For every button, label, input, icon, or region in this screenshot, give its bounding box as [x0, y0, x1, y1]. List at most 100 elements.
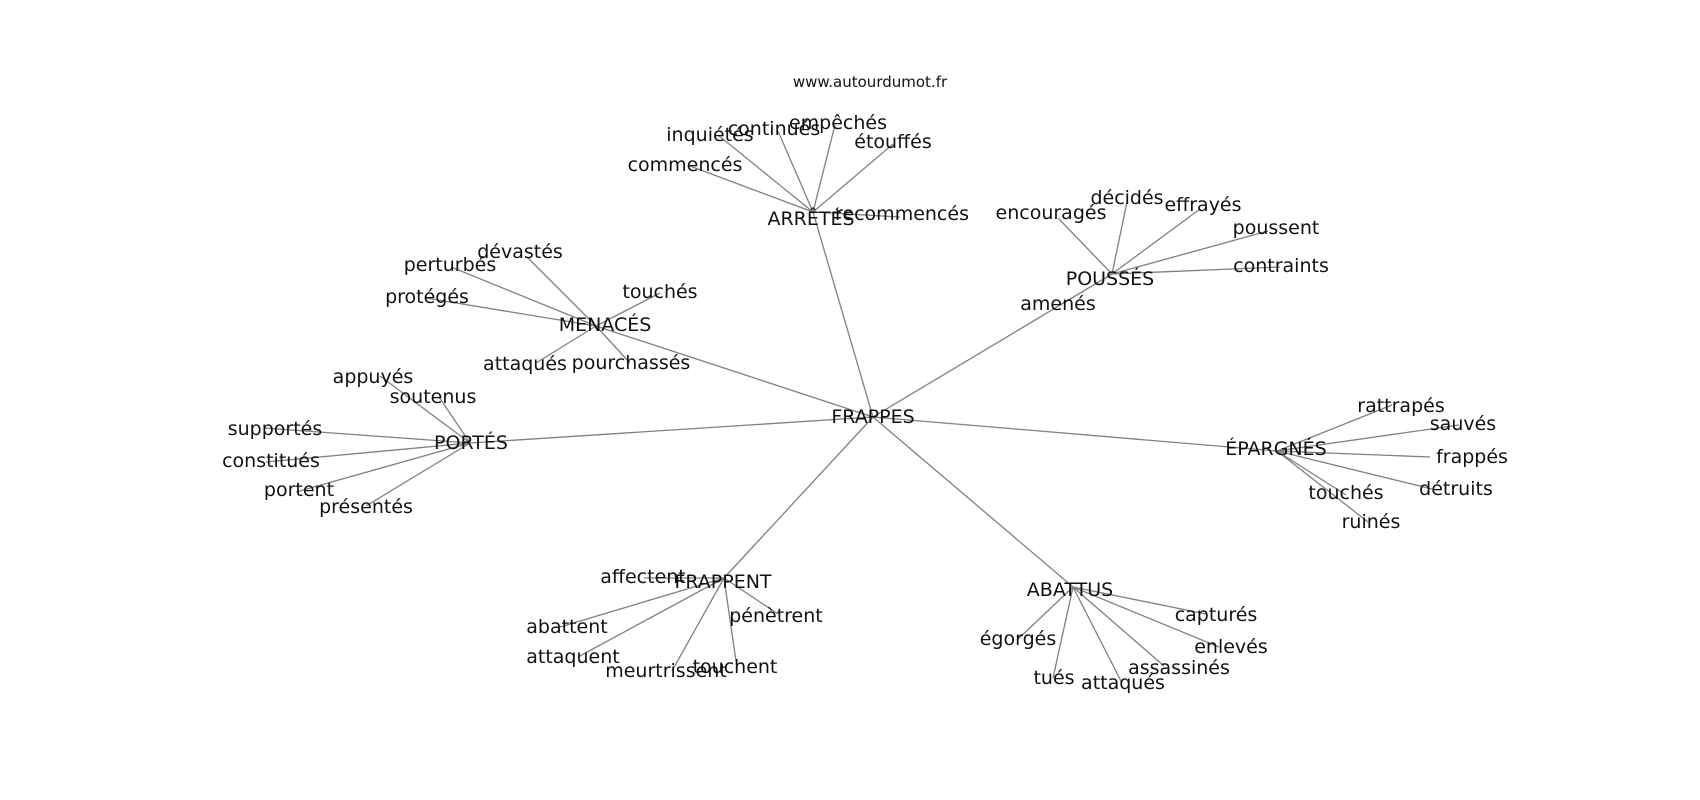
edge-hub-to-leaf — [671, 577, 725, 672]
leaf-node-label: commencés — [628, 154, 743, 176]
leaf-node-label: égorgés — [980, 628, 1057, 650]
leaf-node-label: pénètrent — [729, 605, 823, 627]
edge-hub-to-leaf — [1072, 586, 1165, 667]
edge-hub-to-leaf — [1276, 404, 1393, 452]
edge-hub-to-leaf — [295, 442, 471, 493]
edge-hub-to-leaf — [1111, 201, 1128, 275]
leaf-node-label: frappés — [1436, 446, 1508, 468]
hub-node-label: ARRÊTÉS — [767, 207, 854, 230]
leaf-node-label: pourchassés — [572, 352, 691, 374]
edge-hub-to-leaf — [450, 266, 597, 327]
edge-hub-to-leaf — [723, 577, 779, 615]
leaf-node-label: attaquent — [526, 646, 619, 668]
edge-hub-to-leaf — [1059, 273, 1113, 306]
leaf-node-label: recommencés — [835, 203, 969, 225]
leaf-node-label: détruits — [1419, 478, 1493, 500]
hub-node-label: ABATTUS — [1027, 579, 1113, 601]
leaf-node-label: sauvés — [1430, 413, 1496, 435]
leaf-node-label: abattent — [526, 616, 607, 638]
leaf-node-label: tués — [1033, 667, 1074, 689]
edge-hub-to-leaf — [526, 256, 597, 327]
edge-center-to-hub — [872, 416, 1074, 588]
edge-hub-to-leaf — [723, 577, 738, 669]
graph-labels: www.autourdumot.fr FRAPPES ARRÊTÉS inquié… — [222, 73, 1508, 694]
edge-hub-to-leaf — [1072, 586, 1123, 684]
leaf-node-label: décidés — [1090, 187, 1163, 209]
leaf-node-label: soutenus — [390, 386, 477, 408]
leaf-node-label: rattrapés — [1357, 395, 1444, 417]
leaf-node-label: attaqués — [1081, 672, 1165, 694]
leaf-node-label: protégés — [385, 286, 469, 308]
edge-hub-to-leaf — [812, 211, 901, 218]
edge-hub-to-leaf — [379, 375, 471, 444]
edge-hub-to-leaf — [1052, 586, 1074, 679]
hub-node-label: MENACÉS — [559, 313, 652, 336]
leaf-node-label: dévastés — [477, 241, 563, 263]
hub-node-label: FRAPPENT — [674, 571, 771, 593]
edge-center-to-hub — [723, 416, 874, 579]
edge-hub-to-leaf — [438, 396, 471, 444]
edge-center-to-hub — [812, 211, 874, 418]
edge-hub-to-leaf — [559, 577, 725, 628]
edge-hub-to-leaf — [777, 130, 814, 213]
leaf-node-label: effrayés — [1164, 194, 1241, 216]
edge-hub-to-leaf — [365, 442, 471, 507]
hub-node-label: PORTÉS — [434, 431, 508, 454]
edge-hub-to-leaf — [1111, 230, 1269, 275]
hub-node-label: POUSSÉS — [1066, 267, 1155, 290]
leaf-node-label: empêchés — [789, 112, 887, 134]
edge-hub-to-leaf — [1111, 266, 1281, 275]
leaf-node-label: inquiétés — [666, 124, 753, 146]
edge-center-to-hub — [872, 416, 1278, 452]
edge-hub-to-leaf — [577, 577, 725, 658]
edge-hub-to-leaf — [1276, 450, 1431, 458]
leaf-node-label: touchent — [693, 656, 778, 678]
edge-hub-to-leaf — [1072, 586, 1220, 648]
leaf-node-label: assassinés — [1128, 657, 1230, 679]
edge-hub-to-leaf — [1276, 424, 1460, 452]
edge-hub-to-leaf — [595, 325, 631, 364]
edge-hub-to-leaf — [1276, 450, 1347, 496]
leaf-node-label: présentés — [319, 496, 413, 518]
leaf-node-label: appuyés — [333, 366, 414, 388]
center-node-label: FRAPPES — [831, 406, 914, 428]
leaf-node-label: amenés — [1020, 293, 1095, 315]
leaf-node-label: poussent — [1233, 217, 1320, 239]
leaf-node-label: ruinés — [1342, 511, 1401, 533]
edge-hub-to-leaf — [689, 165, 814, 213]
leaf-node-label: supportés — [228, 418, 323, 440]
edge-hub-to-leaf — [595, 292, 661, 327]
leaf-node-label: attaqués — [483, 353, 567, 375]
leaf-node-label: étouffés — [854, 131, 931, 153]
edge-hub-to-leaf — [263, 427, 471, 444]
source-label: www.autourdumot.fr — [793, 73, 948, 91]
edge-hub-to-leaf — [1057, 217, 1113, 275]
leaf-node-label: touchés — [622, 281, 697, 303]
leaf-node-label: encouragés — [996, 202, 1107, 224]
leaf-node-label: constitués — [222, 450, 320, 472]
edge-hub-to-leaf — [265, 442, 471, 463]
leaf-node-label: meurtrissent — [605, 660, 727, 682]
edge-hub-to-leaf — [535, 325, 597, 364]
edge-hub-to-leaf — [1111, 208, 1201, 275]
edge-hub-to-leaf — [812, 124, 836, 213]
graph-edges — [263, 124, 1460, 684]
edge-hub-to-leaf — [717, 134, 814, 213]
edge-hub-to-leaf — [812, 143, 894, 213]
edge-hub-to-leaf — [425, 297, 597, 327]
leaf-node-label: affectent — [600, 566, 686, 588]
leaf-node-label: continués — [728, 118, 821, 140]
leaf-node-label: portent — [264, 479, 334, 501]
edge-center-to-hub — [595, 325, 874, 418]
leaf-node-label: contraints — [1233, 255, 1329, 277]
edge-hub-to-leaf — [1072, 586, 1207, 615]
leaf-node-label: perturbés — [404, 254, 497, 276]
edge-hub-to-leaf — [1016, 586, 1074, 641]
edge-hub-to-leaf — [1276, 450, 1369, 523]
edge-hub-to-leaf — [1276, 450, 1433, 490]
hub-node-label: ÉPARGNÉS — [1225, 437, 1326, 460]
edge-center-to-hub — [469, 416, 874, 444]
leaf-node-label: capturés — [1175, 604, 1258, 626]
leaf-node-label: enlevés — [1194, 636, 1268, 658]
